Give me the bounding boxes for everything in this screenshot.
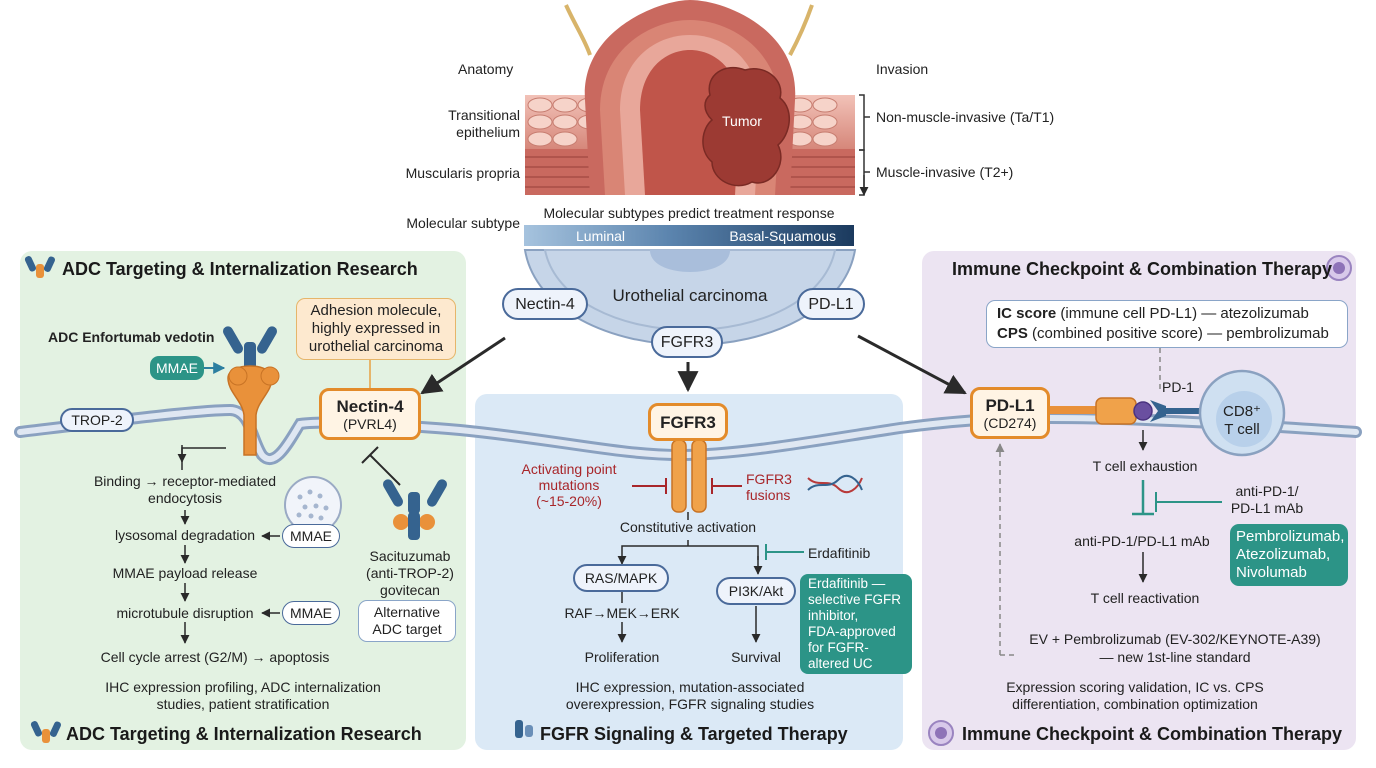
immune-panel-title: Immune Checkpoint & Combination Therapy [952, 259, 1333, 279]
anti-pd1-side-label: anti-PD-1/ PD-L1 mAb [1230, 483, 1304, 516]
antibody-icon-footer [30, 721, 62, 743]
subtype-gradient-bar: Luminal Basal-Squamous [524, 225, 854, 246]
fgfr-research-text: IHC expression, mutation-associated over… [565, 679, 815, 712]
fgfr-header-icon [515, 720, 533, 738]
bladder-anatomy-illustration [525, 0, 870, 196]
lysosomal-degradation-step: lysosomal degradation [114, 527, 256, 543]
nectin4-tag: Nectin-4 [502, 288, 588, 320]
cell-cycle-arrest-step: Cell cycle arrest (G2/M) → apoptosis [100, 649, 330, 665]
fgfr3-receptor-box: FGFR3 [648, 403, 728, 441]
pdl1-receptor-box: PD-L1 (CD274) [970, 387, 1050, 439]
non-muscle-invasive-label: Non-muscle-invasive (Ta/T1) [876, 109, 1055, 125]
cd8-t-cell [1198, 369, 1286, 457]
molecular-subtype-label: Molecular subtype [406, 215, 520, 231]
t-cell-exhaustion-label: T cell exhaustion [1092, 458, 1198, 474]
pvrl4-label: (PVRL4) [343, 415, 397, 432]
immune-header-icon [1326, 255, 1352, 281]
antibody-icon [24, 256, 56, 278]
subtypes-caption: Molecular subtypes predict treatment res… [543, 205, 835, 221]
nectin4-label: Nectin-4 [336, 396, 404, 416]
erdafitinib-label: Erdafitinib [808, 545, 871, 561]
cd8-t-cell-label: CD8⁺ T cell [1223, 403, 1261, 438]
mmae-tag-2: MMAE [282, 524, 340, 548]
tumor-label: Tumor [722, 113, 762, 129]
cps-line: CPS (combined positive score) — pembroli… [997, 324, 1329, 344]
mmae-tag-3: MMAE [282, 601, 340, 625]
pd1-label: PD-1 [1162, 379, 1194, 395]
proliferation-label: Proliferation [584, 649, 660, 665]
adc-panel-footer-title: ADC Targeting & Internalization Research [66, 724, 422, 744]
fgfr3-tag: FGFR3 [651, 326, 723, 358]
basal-squamous-label: Basal-Squamous [729, 227, 836, 244]
fgfr-panel-footer-title: FGFR Signaling & Targeted Therapy [540, 724, 848, 744]
scoring-note: IC score (immune cell PD-L1) — atezolizu… [986, 300, 1348, 348]
adhesion-note: Adhesion molecule, highly expressed in u… [296, 298, 456, 360]
microtubule-disruption-step: microtubule disruption [116, 605, 254, 621]
adc-enfortumab-label: ADC Enfortumab vedotin [48, 329, 215, 345]
luminal-label: Luminal [576, 227, 626, 244]
enfortumab-antibody [223, 326, 280, 456]
immune-footer-icon [928, 720, 954, 746]
cps-bold: CPS [997, 325, 1028, 342]
muscularis-propria-label: Muscularis propria [405, 165, 520, 181]
survival-label: Survival [731, 649, 781, 665]
muscle-invasive-label: Muscle-invasive (T2+) [876, 164, 1014, 180]
adc-research-text: IHC expression profiling, ADC internaliz… [105, 679, 381, 712]
nectin4-receptor-box: Nectin-4 (PVRL4) [319, 388, 421, 440]
pdl1-pd1-binding [1050, 397, 1200, 425]
sacituzumab-antibody [383, 479, 447, 540]
activating-mutations-label: Activating point mutations (~15-20%) [521, 461, 617, 509]
ic-score-bold: IC score [997, 305, 1057, 322]
ras-mapk-box: RAS/MAPK [573, 564, 669, 592]
mmae-tag-1: MMAE [150, 356, 204, 380]
anti-pd1-mab-label: anti-PD-1/PD-L1 mAb [1074, 533, 1210, 549]
alternative-target-note: Alternative ADC target [358, 600, 456, 642]
cd274-label: (CD274) [983, 414, 1037, 431]
ic-score-line: IC score (immune cell PD-L1) — atezolizu… [997, 304, 1309, 324]
constitutive-activation-label: Constitutive activation [619, 519, 757, 535]
checkpoint-drugs-note: Pembrolizumab, Atezolizumab, Nivolumab [1230, 524, 1348, 586]
trop2-tag: TROP-2 [60, 408, 134, 432]
pdl1-label: PD-L1 [985, 395, 1035, 415]
payload-release-step: MMAE payload release [112, 565, 258, 581]
invasion-label: Invasion [876, 61, 929, 77]
urothelial-carcinoma-label: Urothelial carcinoma [612, 286, 768, 305]
immune-panel-footer-title: Immune Checkpoint & Combination Therapy [962, 724, 1343, 744]
sacituzumab-label: Sacituzumab (anti-TROP-2) govitecan [366, 548, 454, 598]
ev-pembrolizumab-label: EV + Pembrolizumab (EV-302/KEYNOTE-A39) … [1029, 631, 1321, 665]
erdafitinib-note: Erdafitinib — selective FGFR inhibitor, … [800, 574, 912, 674]
pi3k-akt-box: PI3K/Akt [716, 577, 796, 605]
fgfr3-receptor-label: FGFR3 [660, 412, 716, 432]
cps-rest: (combined positive score) — pembrolizuma… [1027, 325, 1329, 342]
ic-score-rest: (immune cell PD-L1) — atezolizumab [1056, 305, 1309, 322]
binding-step: Binding → receptor-mediated endocytosis [93, 473, 277, 506]
anatomy-label: Anatomy [458, 61, 514, 77]
adc-panel-title: ADC Targeting & Internalization Research [62, 259, 418, 279]
dna-icon [807, 474, 863, 494]
transitional-epithelium-label: Transitional epithelium [448, 107, 520, 140]
t-cell-reactivation-label: T cell reactivation [1090, 590, 1200, 606]
raf-mek-erk-label: RAF→MEK→ERK [564, 605, 680, 621]
immune-research-text: Expression scoring validation, IC vs. CP… [1006, 679, 1264, 712]
pdl1-tag: PD-L1 [797, 288, 865, 320]
fgfr3-fusions-label: FGFR3 fusions [746, 471, 792, 503]
